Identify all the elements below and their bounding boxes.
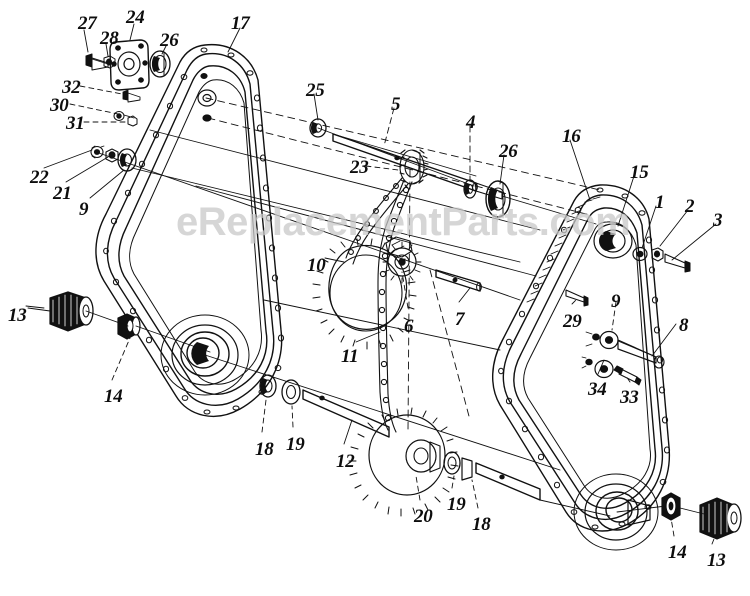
- callout-4: 4: [466, 112, 476, 133]
- callout-33: 33: [620, 387, 639, 408]
- callout-10: 10: [307, 255, 326, 276]
- callout-29: 29: [563, 311, 582, 332]
- callout-6: 6: [404, 316, 414, 337]
- callout-11: 11: [341, 346, 359, 367]
- part-32-bolt: [122, 89, 141, 103]
- part-10-idler-sprocket: [312, 238, 417, 350]
- part-2-nut: [651, 247, 664, 262]
- part-26-bearing-right: [485, 180, 511, 218]
- callout-21: 21: [53, 183, 72, 204]
- part-11-drive-chain: [345, 177, 413, 433]
- callout-3: 3: [713, 210, 723, 231]
- callout-8: 8: [679, 315, 689, 336]
- part-14-bushing-right: [661, 492, 681, 521]
- right-housing-flange-texture: [526, 196, 601, 303]
- part-33-bolt: [613, 365, 642, 386]
- right-housing-outline: [491, 184, 671, 532]
- part-12-lower-shaft: [302, 389, 390, 438]
- callout-22: 22: [30, 167, 49, 188]
- part-26-bearing-upper: [149, 50, 171, 78]
- part-3-bolt: [664, 253, 691, 273]
- part-22-washer: [90, 145, 105, 159]
- lower-shaft-right-extension: [475, 462, 541, 501]
- callout-13-left: 13: [8, 305, 27, 326]
- left-housing-bolt-holes: [103, 47, 285, 415]
- part-1-washer: [632, 246, 648, 262]
- callout-26-upper: 26: [160, 30, 179, 51]
- callout-24: 24: [126, 7, 145, 28]
- callout-26-right: 26: [499, 141, 518, 162]
- part-20-lower-sprocket: [348, 407, 459, 517]
- callout-30: 30: [50, 95, 69, 116]
- part-19-washer-left-lower: [281, 379, 301, 405]
- left-housing-lower-hub: [160, 314, 250, 396]
- left-housing-outline: [95, 43, 283, 417]
- callout-7: 7: [455, 309, 465, 330]
- part-21-nut: [105, 148, 119, 163]
- callout-14-right: 14: [668, 542, 687, 563]
- part-18-bearing-right-lower: [461, 457, 473, 481]
- part-34-washer: [581, 356, 614, 379]
- right-housing-bolt-holes: [498, 187, 671, 530]
- part-8-bolt: [617, 339, 665, 369]
- callout-16: 16: [562, 126, 581, 147]
- callout-19-left: 19: [286, 434, 305, 455]
- callout-15: 15: [630, 162, 649, 183]
- part-13-bushing-right: [699, 497, 742, 540]
- part-6-sprocket-hub: [382, 236, 422, 284]
- part-27-bolt: [85, 53, 109, 71]
- part-18-bearing-left-lower: [259, 374, 277, 398]
- callout-5: 5: [391, 94, 401, 115]
- right-housing-upper-hub: [593, 223, 633, 259]
- callout-18-right: 18: [472, 514, 491, 535]
- left-housing-upper-boss: [197, 72, 217, 122]
- callout-13-right: 13: [707, 550, 726, 571]
- callout-27: 27: [78, 13, 97, 34]
- part-29-bolt: [565, 289, 589, 307]
- callout-19-right: 19: [447, 494, 466, 515]
- callout-14-left: 14: [104, 386, 123, 407]
- callout-32: 32: [62, 77, 81, 98]
- callout-9-right: 9: [611, 291, 621, 312]
- part-7-stub-shaft: [435, 269, 482, 292]
- part-31-washer: [127, 115, 138, 127]
- callout-1: 1: [655, 192, 665, 213]
- callout-18-left: 18: [255, 439, 274, 460]
- part-19-washer-right-lower: [443, 451, 461, 475]
- callout-9-left: 9: [79, 199, 89, 220]
- part-9-washer-right: [585, 330, 619, 350]
- callout-17: 17: [231, 13, 250, 34]
- part-30-bolt: [113, 111, 135, 121]
- leader-lines: [25, 23, 717, 545]
- callout-20: 20: [414, 506, 433, 527]
- callout-2: 2: [685, 196, 695, 217]
- callout-25: 25: [306, 80, 325, 101]
- callout-34: 34: [588, 379, 607, 400]
- part-9-bearing-left: [117, 148, 137, 172]
- callout-31: 31: [66, 113, 85, 134]
- callout-23: 23: [350, 157, 369, 178]
- callout-28: 28: [100, 28, 119, 49]
- part-28-nut: [103, 55, 116, 69]
- right-housing-lower-hub: [573, 473, 659, 551]
- callout-12: 12: [336, 451, 355, 472]
